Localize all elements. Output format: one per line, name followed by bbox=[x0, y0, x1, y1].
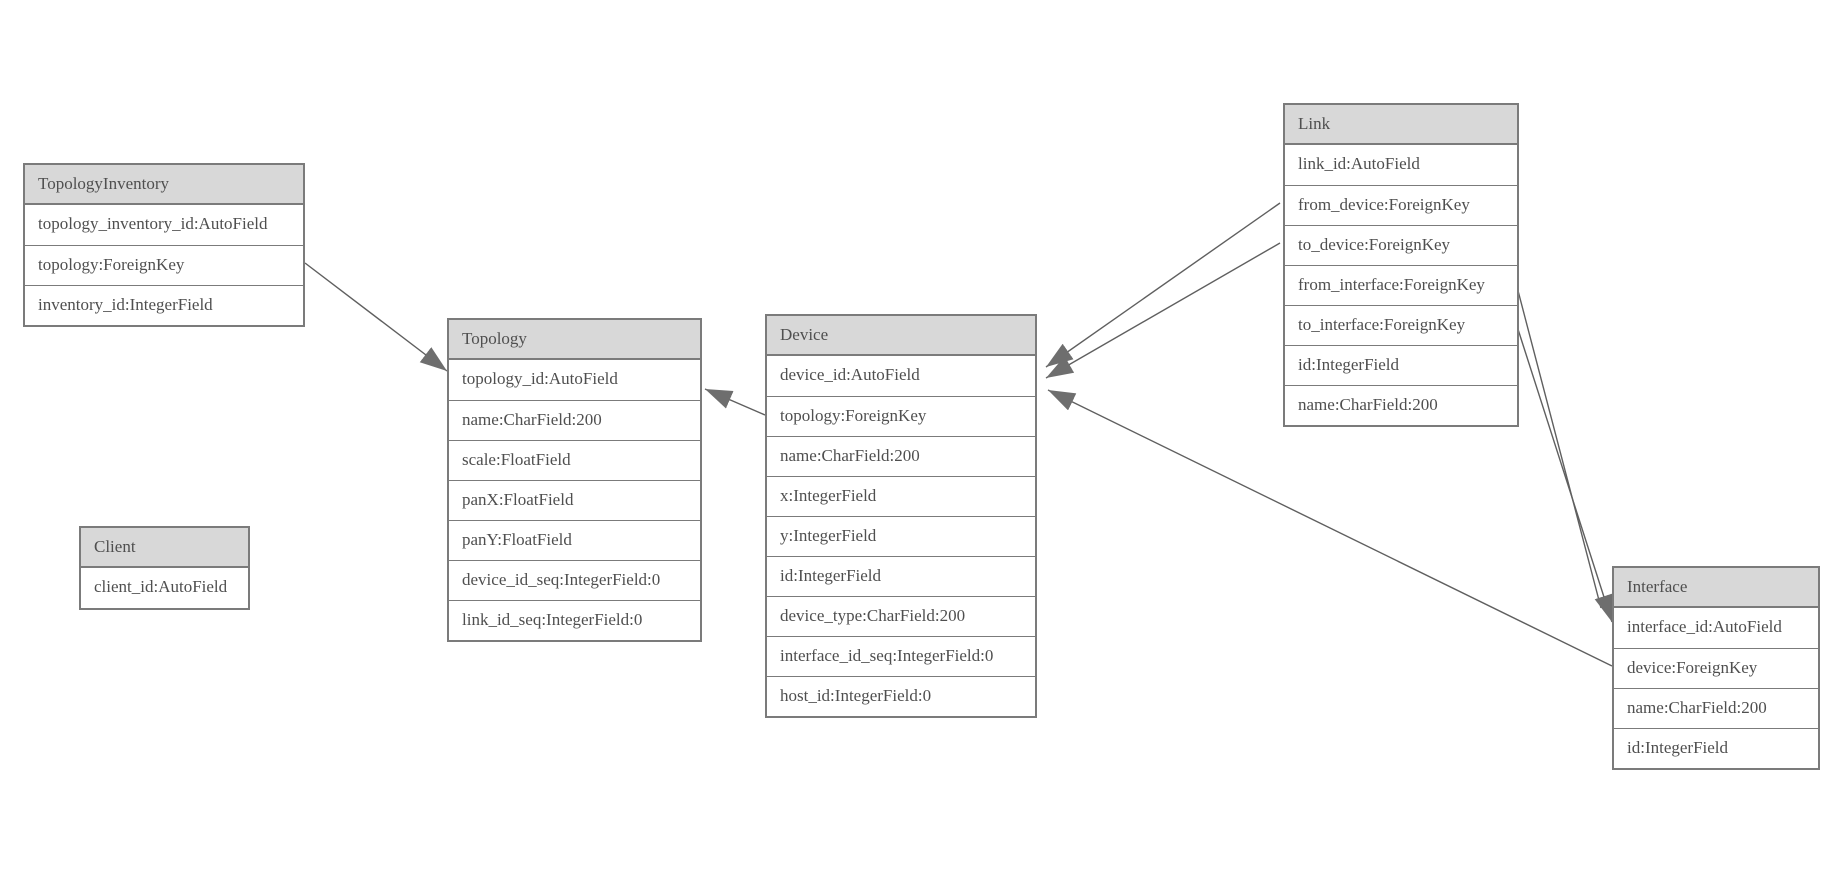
entity-field-row: interface_id_seq:IntegerField:0 bbox=[767, 636, 1035, 676]
entity-field-row: panX:FloatField bbox=[449, 480, 700, 520]
relationship-edge-interface-device-to-device bbox=[1047, 389, 1613, 667]
entity-title[interactable]: Interface bbox=[1614, 568, 1818, 608]
entity-field-row: panY:FloatField bbox=[449, 520, 700, 560]
entity-field-row: device_type:CharField:200 bbox=[767, 596, 1035, 636]
entity-field-row: from_interface:ForeignKey bbox=[1285, 265, 1517, 305]
entity-field-row: id:IntegerField bbox=[767, 556, 1035, 596]
entity-field-row: name:CharField:200 bbox=[449, 400, 700, 440]
entity-title[interactable]: Client bbox=[81, 528, 248, 568]
entity-title[interactable]: Topology bbox=[449, 320, 700, 360]
entity-field-row: topology:ForeignKey bbox=[767, 396, 1035, 436]
entity-field-row: name:CharField:200 bbox=[1614, 688, 1818, 728]
entity-field-row: y:IntegerField bbox=[767, 516, 1035, 556]
entity-link[interactable]: Link link_id:AutoField from_device:Foreign… bbox=[1283, 103, 1519, 427]
entity-client[interactable]: Client client_id:AutoField bbox=[79, 526, 250, 610]
relationship-edge-link-to_device-to-device bbox=[1045, 242, 1281, 379]
entity-topology[interactable]: Topology topology_id:AutoField name:CharFi… bbox=[447, 318, 702, 642]
entity-field-row: device_id:AutoField bbox=[780, 365, 920, 384]
entity-field-row: client_id:AutoField bbox=[94, 577, 228, 596]
entity-interface[interactable]: Interface interface_id:AutoField device:Fo… bbox=[1612, 566, 1820, 770]
entity-field-row: to_device:ForeignKey bbox=[1285, 225, 1517, 265]
relationship-edge-link-from_device-to-device bbox=[1045, 202, 1281, 368]
entity-field-row: scale:FloatField bbox=[449, 440, 700, 480]
entity-field-row: link_id:AutoField bbox=[1298, 154, 1420, 173]
entity-field-row: host_id:IntegerField:0 bbox=[767, 676, 1035, 716]
entity-title[interactable]: Device bbox=[767, 316, 1035, 356]
entity-topologyinventory[interactable]: TopologyInventory topology_inventory_id:A… bbox=[23, 163, 305, 327]
entity-field-row: name:CharField:200 bbox=[767, 436, 1035, 476]
entity-field-row: interface_id:AutoField bbox=[1627, 617, 1782, 636]
entity-title[interactable]: TopologyInventory bbox=[25, 165, 303, 205]
relationship-edge-device-topology-to-topology bbox=[704, 388, 766, 416]
entity-field-row: device:ForeignKey bbox=[1614, 648, 1818, 688]
entity-device[interactable]: Device device_id:AutoField topology:Foreig… bbox=[765, 314, 1037, 718]
entity-title[interactable]: Link bbox=[1285, 105, 1517, 145]
entity-field-row: x:IntegerField bbox=[767, 476, 1035, 516]
relationship-edge-topologyinventory-topology-to-topology bbox=[304, 262, 448, 372]
entity-field-row: id:IntegerField bbox=[1285, 345, 1517, 385]
entity-field-row: topology_inventory_id:AutoField bbox=[38, 214, 268, 233]
entity-field-row: name:CharField:200 bbox=[1285, 385, 1517, 425]
entity-field-row: to_interface:ForeignKey bbox=[1285, 305, 1517, 345]
entity-field-row: topology_id:AutoField bbox=[462, 369, 618, 388]
relationship-edge-link-to_interface-to-interface bbox=[1515, 322, 1613, 623]
entity-field-row: from_device:ForeignKey bbox=[1285, 185, 1517, 225]
entity-field-row: topology:ForeignKey bbox=[25, 245, 303, 285]
entity-field-row: device_id_seq:IntegerField:0 bbox=[449, 560, 700, 600]
entity-field-row: link_id_seq:IntegerField:0 bbox=[449, 600, 700, 640]
entity-field-row: id:IntegerField bbox=[1614, 728, 1818, 768]
relationship-edge-link-from_interface-to-interface bbox=[1515, 282, 1602, 609]
entity-field-row: inventory_id:IntegerField bbox=[25, 285, 303, 325]
